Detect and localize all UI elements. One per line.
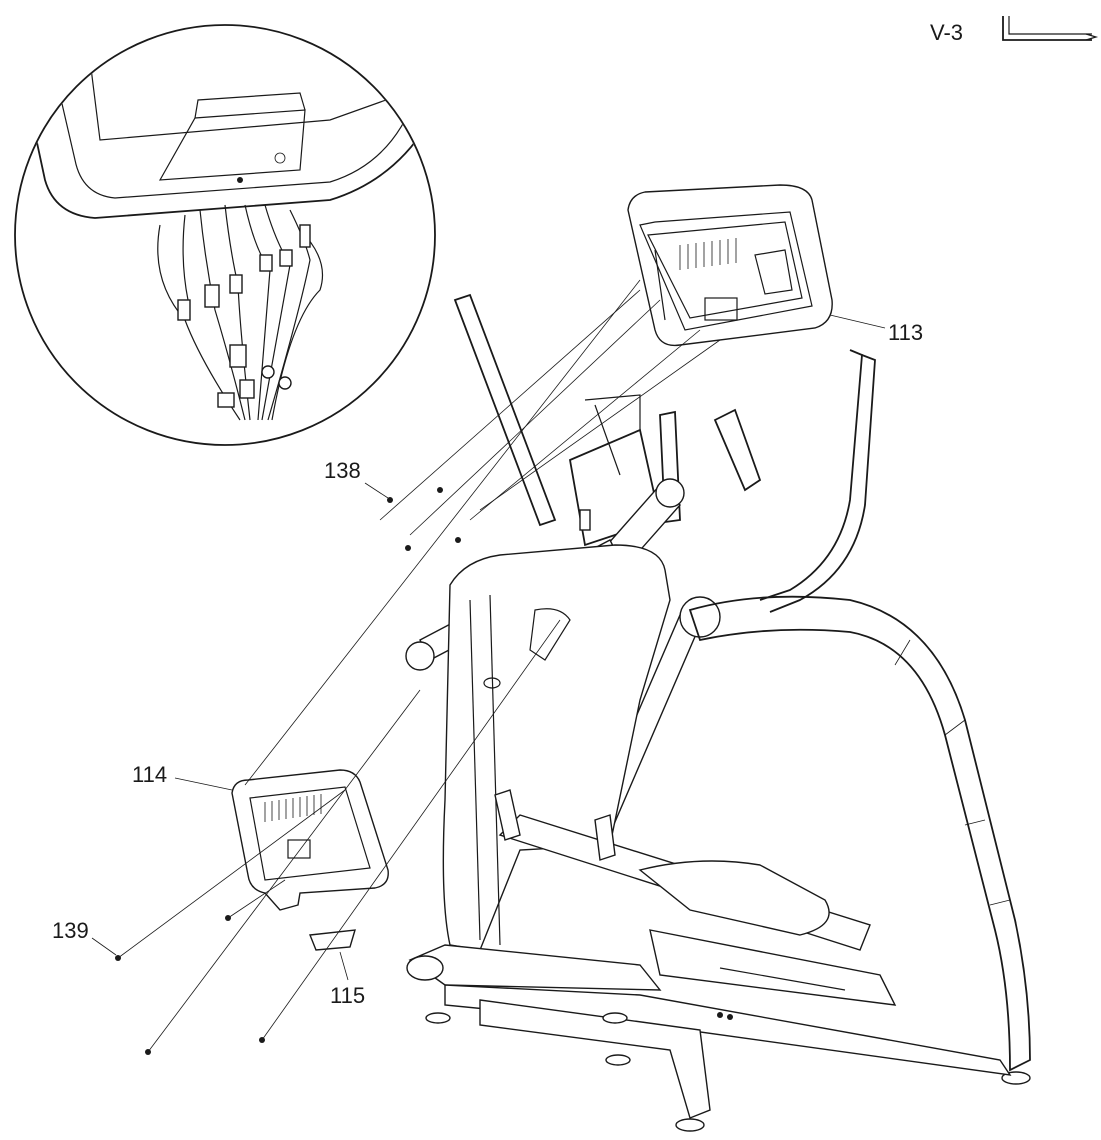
screws-139 (115, 915, 265, 1055)
rear-cover-114 (231, 769, 389, 911)
detail-zoom-circle (14, 24, 436, 446)
side-rail (688, 595, 1031, 1085)
frame-body (442, 544, 671, 951)
callout-115: 115 (330, 983, 365, 1008)
tool-label: V-3 (930, 20, 963, 45)
callout-113: 113 (888, 320, 923, 345)
vent-grill (264, 794, 322, 822)
screws-138 (387, 487, 461, 551)
console-113 (627, 184, 833, 347)
foot-platform (494, 789, 897, 1006)
tool-reference: V-3 (930, 16, 1099, 45)
vent-grill (679, 238, 737, 270)
callout-138: 138 (324, 458, 361, 483)
callout-139: 139 (52, 918, 89, 943)
base-frame (406, 944, 1012, 1132)
callouts: 113 114 115 138 139 (52, 320, 923, 1008)
callout-114: 114 (132, 762, 167, 787)
allen-key-icon (1002, 16, 1099, 41)
